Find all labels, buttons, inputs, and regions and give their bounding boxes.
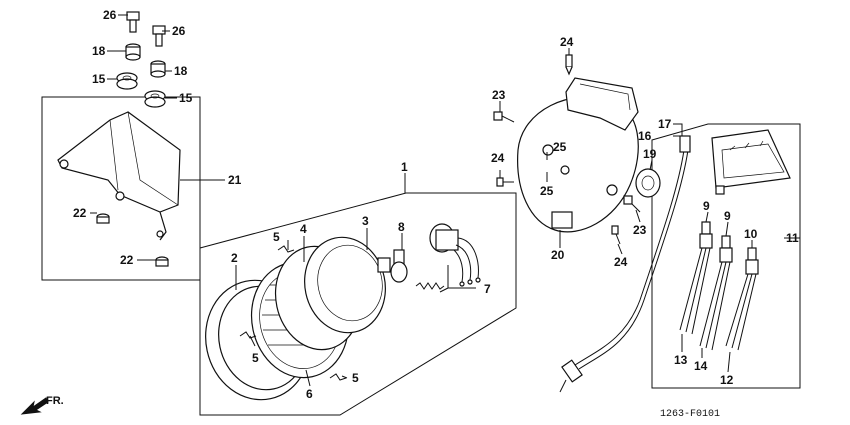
callout-14: 14 bbox=[694, 359, 708, 373]
screw-23-right bbox=[623, 195, 641, 213]
bulb-8 bbox=[390, 249, 408, 283]
clip-5-upper bbox=[277, 245, 295, 253]
bolt-26-left bbox=[126, 11, 140, 33]
callout-18: 18 bbox=[92, 44, 106, 58]
callout-3: 3 bbox=[362, 214, 369, 228]
screw-23-left bbox=[493, 111, 515, 123]
callout-4: 4 bbox=[300, 222, 307, 236]
screw-24-right bbox=[611, 225, 621, 245]
collar-18-left bbox=[125, 43, 141, 61]
socket-10 bbox=[725, 247, 759, 351]
speedometer-cable-16 bbox=[559, 135, 691, 393]
callout-26: 26 bbox=[172, 24, 186, 38]
clip-5-middle bbox=[239, 331, 257, 339]
spring-7 bbox=[415, 282, 445, 290]
callout-20: 20 bbox=[551, 248, 565, 262]
callout-15: 15 bbox=[179, 91, 193, 105]
callout-23: 23 bbox=[492, 88, 506, 102]
grommet-15-left bbox=[116, 72, 138, 90]
callout-24: 24 bbox=[614, 255, 628, 269]
case-stay-21 bbox=[57, 111, 181, 241]
clip-5-lower bbox=[329, 373, 347, 381]
callout-22: 22 bbox=[73, 206, 87, 220]
callout-25: 25 bbox=[540, 184, 554, 198]
callout-24: 24 bbox=[491, 151, 505, 165]
front-direction-label: FR. bbox=[46, 395, 64, 407]
callout-5: 5 bbox=[252, 351, 259, 365]
callout-13: 13 bbox=[674, 353, 688, 367]
callout-2: 2 bbox=[231, 251, 238, 265]
callout-labels: 26 26 18 18 15 15 21 22 22 1 2 3 4 5 5 5… bbox=[73, 8, 799, 401]
headlight-reflector-3 bbox=[304, 236, 391, 334]
diagram-code: 1263-F0101 bbox=[660, 409, 720, 420]
callout-1: 1 bbox=[401, 160, 408, 174]
bracket-group bbox=[41, 11, 201, 281]
nut-22-lower bbox=[155, 256, 169, 267]
callout-7: 7 bbox=[484, 282, 491, 296]
screw-24-left bbox=[496, 177, 514, 187]
meter-group bbox=[559, 123, 801, 393]
bolt-26-right bbox=[152, 25, 166, 47]
callout-23: 23 bbox=[633, 223, 647, 237]
callout-8: 8 bbox=[398, 220, 405, 234]
meter-11 bbox=[711, 129, 791, 195]
callout-5: 5 bbox=[273, 230, 280, 244]
callout-15: 15 bbox=[92, 72, 106, 86]
callout-9: 9 bbox=[703, 199, 710, 213]
gear-box-19 bbox=[635, 168, 661, 198]
socket-9-right bbox=[699, 235, 733, 351]
callout-17: 17 bbox=[658, 117, 672, 131]
callout-16: 16 bbox=[638, 129, 652, 143]
callout-26: 26 bbox=[103, 8, 117, 22]
callout-11: 11 bbox=[786, 231, 799, 245]
leader-lines bbox=[90, 14, 800, 387]
callout-19: 19 bbox=[643, 147, 657, 161]
callout-12: 12 bbox=[720, 373, 734, 387]
callout-21: 21 bbox=[228, 173, 242, 187]
callout-6: 6 bbox=[306, 387, 313, 401]
callout-25: 25 bbox=[553, 140, 567, 154]
collar-18-right bbox=[150, 60, 166, 78]
headlight-case-20 bbox=[493, 54, 641, 245]
callout-18: 18 bbox=[174, 64, 188, 78]
callout-9: 9 bbox=[724, 209, 731, 223]
headlight-group bbox=[199, 192, 517, 416]
grommet-15-right bbox=[144, 90, 166, 108]
callout-10: 10 bbox=[744, 227, 758, 241]
callout-22: 22 bbox=[120, 253, 134, 267]
callout-24: 24 bbox=[560, 35, 574, 49]
socket-7 bbox=[429, 223, 481, 287]
nut-22-upper bbox=[96, 213, 110, 224]
front-direction-arrow: FR. bbox=[20, 395, 64, 415]
callout-5: 5 bbox=[352, 371, 359, 385]
screw-24-top bbox=[565, 54, 573, 76]
